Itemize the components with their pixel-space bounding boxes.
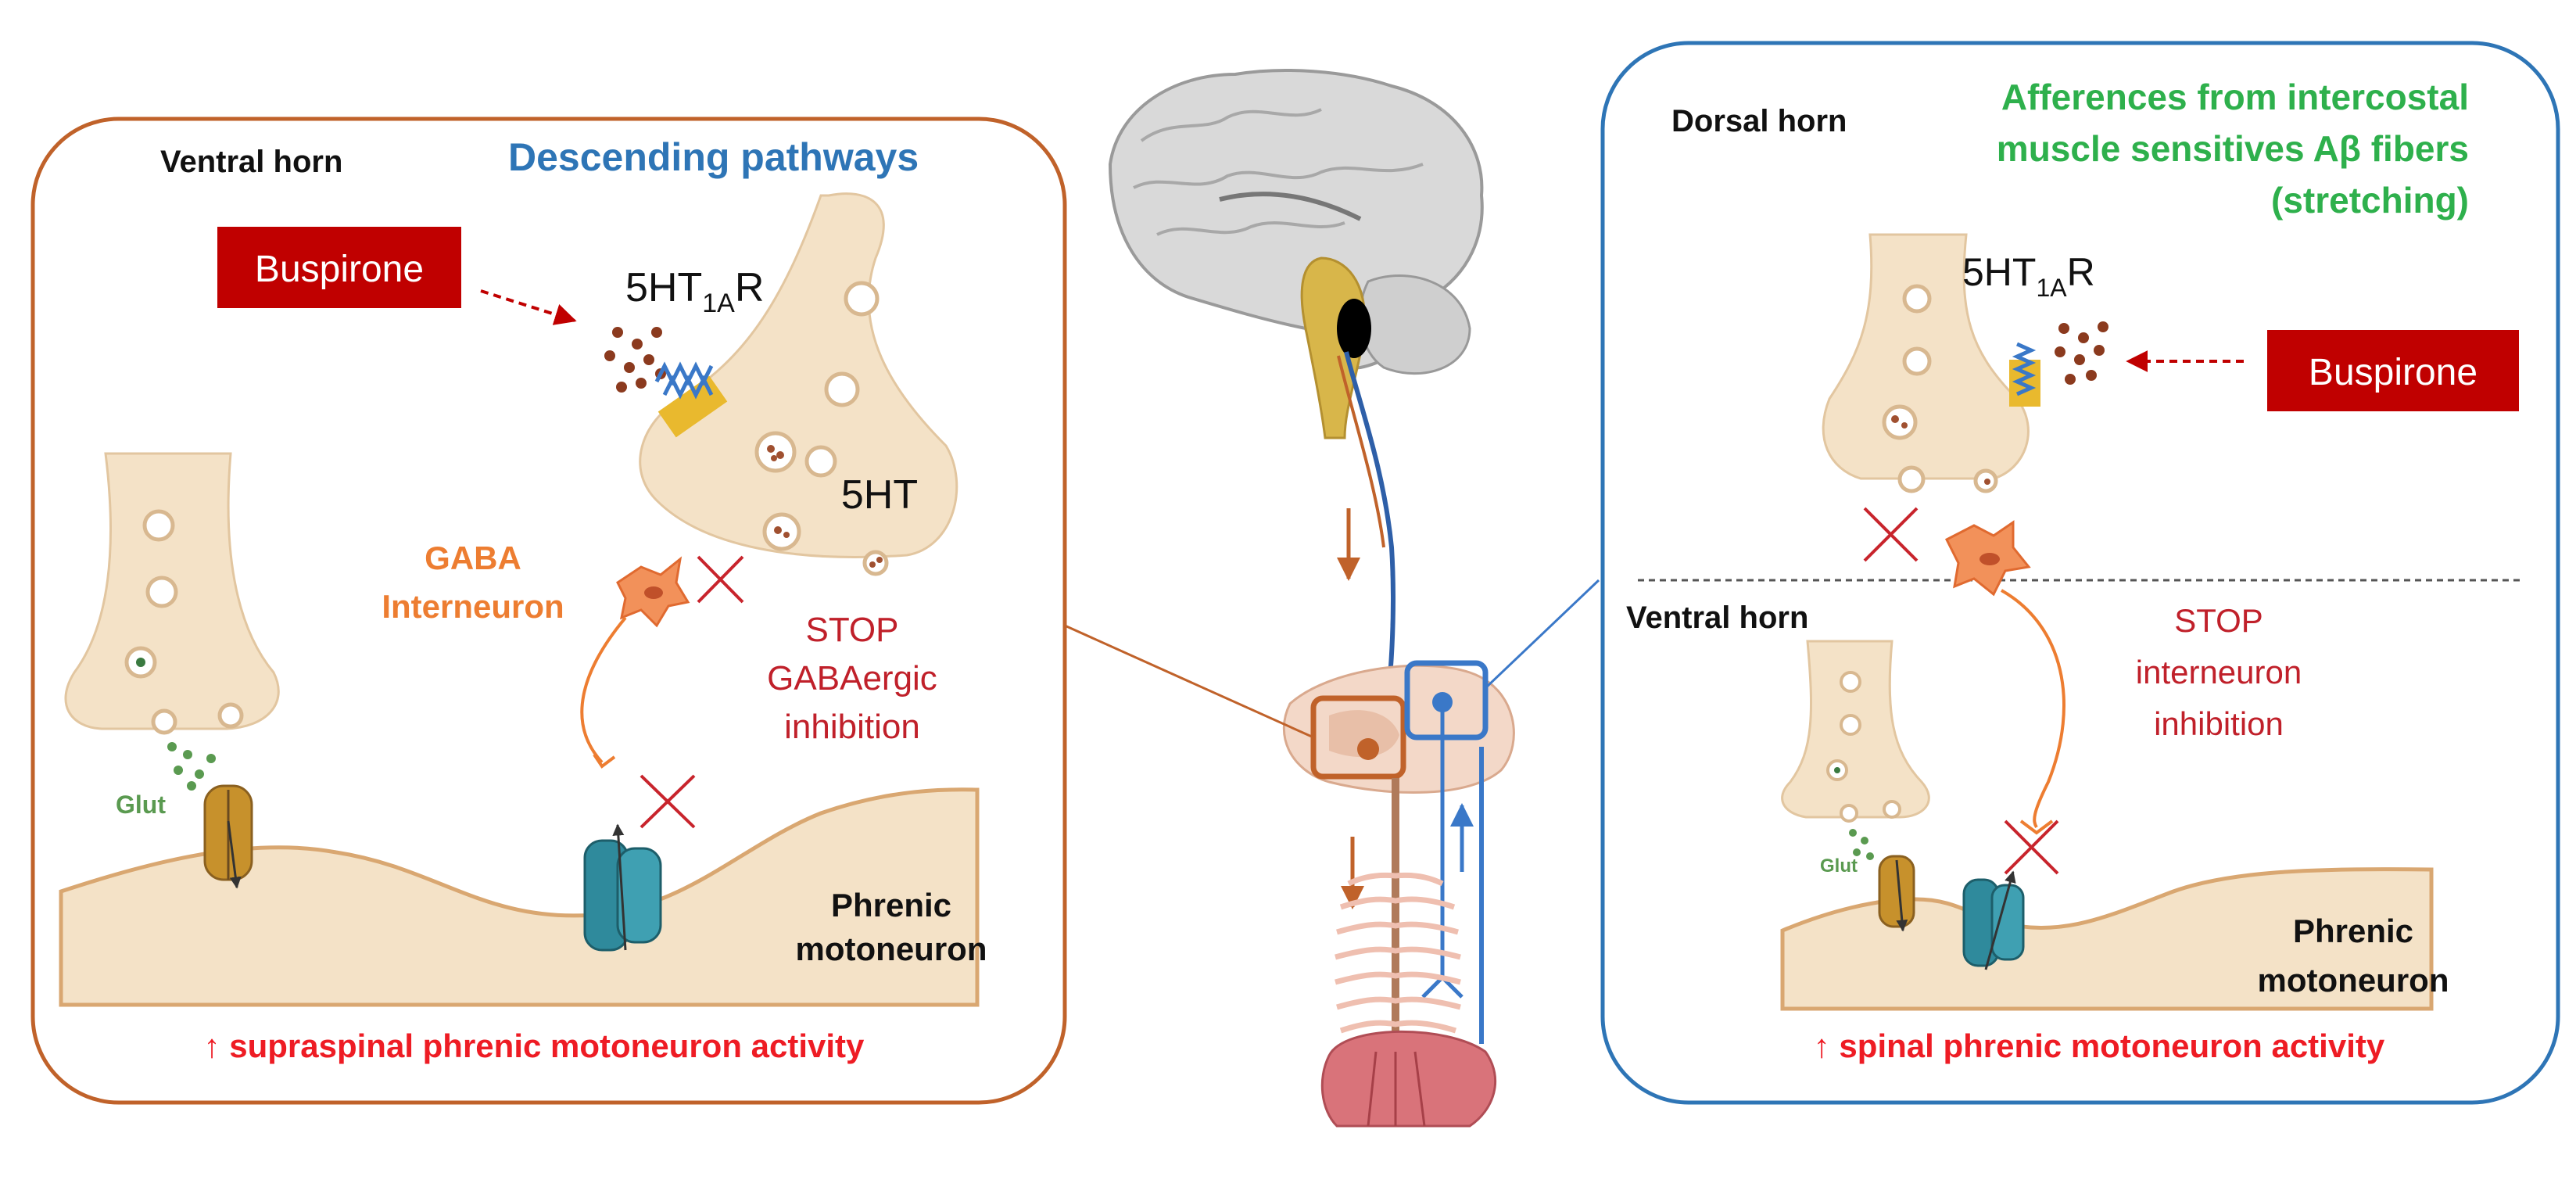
center-anatomy	[1108, 69, 1515, 1128]
right-ion-channel-icon	[1962, 870, 2025, 970]
left-stop-label-2: GABAergic	[767, 659, 937, 697]
right-glutamate-receptor-icon	[1878, 855, 1915, 932]
left-connector-line	[1064, 624, 1314, 739]
gaba-axon	[580, 616, 627, 764]
left-cross-icon-1	[697, 555, 744, 604]
right-interneuron-axon	[2001, 589, 2065, 829]
right-connector-line	[1484, 579, 1600, 690]
left-phrenic-label-1: Phrenic	[831, 887, 951, 923]
right-ventral-horn-label: Ventral horn	[1626, 601, 1808, 635]
serotonin-molecules	[604, 327, 666, 393]
left-receptor-label: 5HT1AR	[625, 265, 764, 318]
raphe-nucleus	[1337, 299, 1371, 358]
left-cross-icon-2	[640, 774, 696, 829]
right-buspirone-label: Buspirone	[2309, 352, 2477, 393]
afferences-title-3: (stretching)	[2271, 180, 2469, 221]
afferences-title-1: Afferences from intercostal	[2001, 77, 2469, 117]
left-5ht-label: 5HT	[841, 472, 918, 518]
right-serotonin-receptor-icon	[2009, 342, 2040, 407]
right-cross-icon-1	[1863, 507, 1919, 562]
left-panel-frame	[30, 117, 1067, 1105]
left-ventral-horn-label: Ventral horn	[160, 145, 342, 179]
left-buspirone-label: Buspirone	[255, 249, 424, 290]
left-buspirone-arrow	[480, 289, 577, 325]
right-stop-label-3: inhibition	[2154, 705, 2284, 742]
serotonin-receptor-icon	[654, 361, 728, 438]
right-cross-icon-2	[2004, 819, 2059, 875]
cerebellum	[1359, 274, 1471, 375]
right-activity-label: ↑ spinal phrenic motoneuron activity	[1814, 1027, 2385, 1064]
dorsal-horn-label: Dorsal horn	[1671, 104, 1847, 138]
right-serotonin-vesicles	[1882, 284, 1998, 493]
right-panel: Dorsal horn Afferences from intercostal …	[1600, 41, 2560, 1105]
right-receptor-label: 5HT1AR	[1962, 250, 2095, 302]
right-glut-molecules	[1849, 829, 1874, 860]
left-glut-molecules	[167, 742, 216, 791]
center-right-highlight-box	[1404, 660, 1489, 741]
gaba-label-1: GABA	[425, 540, 521, 576]
left-activity-label: ↑ supraspinal phrenic motoneuron activit…	[204, 1027, 865, 1064]
right-serotonin-molecules	[2055, 321, 2108, 385]
left-stop-label-3: inhibition	[784, 708, 920, 746]
diaphragm-icon	[1320, 1030, 1497, 1128]
right-glut-label: Glut	[1820, 855, 1858, 877]
descending-tract	[1344, 351, 1396, 705]
serotonin-vesicles	[754, 281, 889, 576]
gaba-label-2: Interneuron	[382, 588, 564, 625]
right-buspirone-box	[2267, 330, 2519, 411]
left-ion-channel-icon	[583, 823, 662, 952]
right-panel-frame	[1600, 41, 2560, 1105]
right-phrenic-label-2: motoneuron	[2258, 962, 2449, 999]
left-buspirone-box	[217, 227, 461, 308]
glutamate-receptor-icon	[203, 784, 253, 889]
left-stop-label-1: STOP	[805, 611, 898, 649]
descending-pathways-title: Descending pathways	[508, 135, 919, 179]
right-stop-label-2: interneuron	[2136, 654, 2302, 690]
left-panel: Ventral horn Descending pathways Buspiro…	[30, 117, 1067, 1105]
right-phrenic-label-1: Phrenic	[2293, 913, 2413, 949]
left-glut-label: Glut	[116, 791, 166, 819]
ribcage-icon	[1335, 872, 1461, 1034]
right-stop-label-1: STOP	[2174, 602, 2263, 639]
left-phrenic-label-2: motoneuron	[796, 931, 987, 967]
vesicle-dots	[767, 445, 883, 568]
afferences-title-2: muscle sensitives Aβ fibers	[1997, 128, 2469, 169]
